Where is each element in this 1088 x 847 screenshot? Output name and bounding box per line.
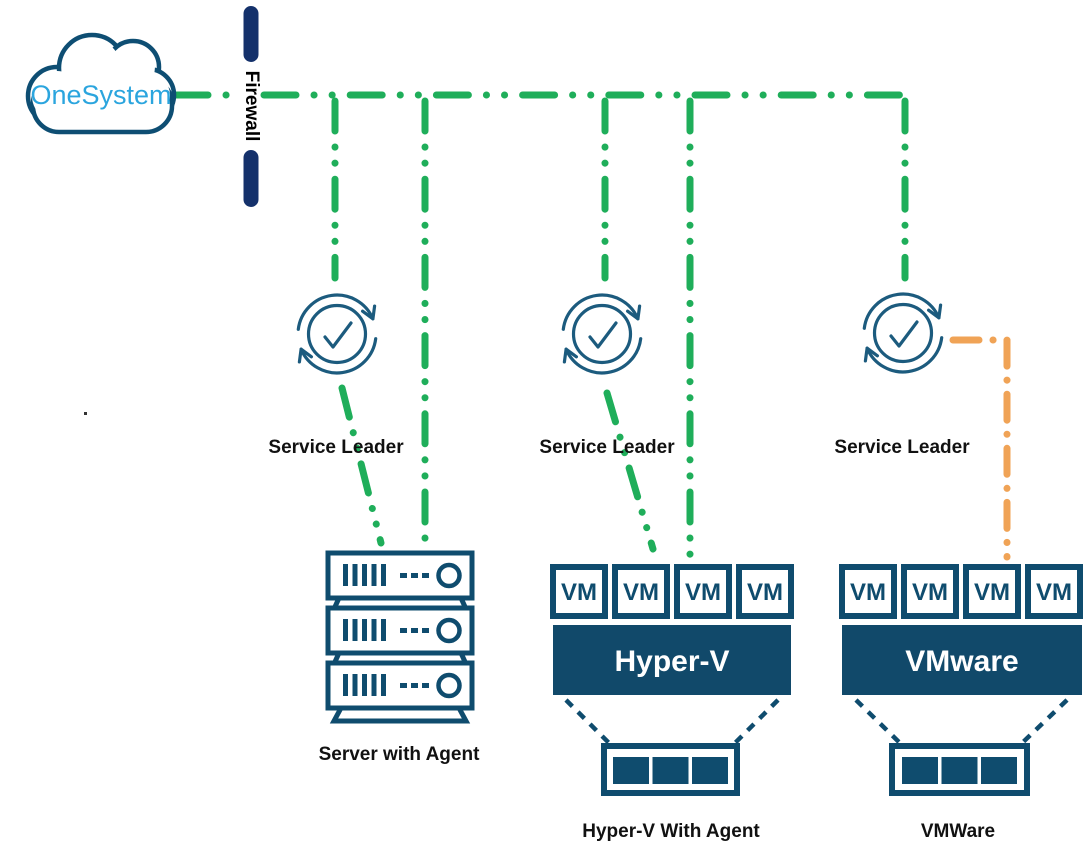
hyperv-storage-link-left bbox=[564, 698, 613, 747]
hyperv-storage-link-right bbox=[731, 698, 780, 747]
sync-check-icon bbox=[296, 293, 378, 375]
vm-label: VM bbox=[623, 579, 659, 606]
vm-label: VM bbox=[1036, 579, 1072, 606]
hyperv-host: VM VM VM VM Hyper-V Hyper-V With Agent bbox=[550, 564, 794, 842]
leader1-to-server-line bbox=[338, 384, 385, 547]
stray-dot bbox=[84, 412, 87, 415]
disk-slot bbox=[652, 757, 689, 784]
vm-label: VM bbox=[912, 579, 948, 606]
sync-check-icon bbox=[862, 292, 944, 374]
vm-label: VM bbox=[685, 579, 721, 606]
vmware-vm-boxes: VM VM VM VM bbox=[839, 564, 1083, 619]
disk-slot bbox=[981, 757, 1017, 784]
leader2-to-hyperv-line bbox=[603, 389, 657, 553]
green-connection-lines bbox=[172, 91, 912, 561]
vmware-platform-label: VMware bbox=[905, 645, 1018, 678]
service-leader-1: Service Leader bbox=[268, 293, 404, 458]
server-unit bbox=[325, 605, 475, 656]
vm-label: VM bbox=[561, 579, 597, 606]
vm-box bbox=[963, 564, 1021, 619]
hyperv-platform-label: Hyper-V bbox=[614, 645, 729, 678]
vmware-host: VM VM VM VM VMware VMWare bbox=[839, 564, 1083, 842]
vmware-storage-box bbox=[889, 743, 1030, 796]
power-knob-icon bbox=[436, 617, 462, 644]
hyperv-vm-boxes: VM VM VM VM bbox=[550, 564, 794, 619]
service-leader-label: Service Leader bbox=[834, 437, 970, 458]
vmware-platform-bar bbox=[842, 625, 1082, 695]
vmware-storage-link-left bbox=[854, 698, 904, 747]
firewall-label: Firewall bbox=[241, 71, 262, 142]
vmware-storage-label: VMWare bbox=[921, 821, 995, 842]
disk-slot bbox=[613, 757, 649, 784]
firewall-bar-top bbox=[243, 6, 259, 62]
service-leader-label: Service Leader bbox=[268, 437, 404, 458]
service-leader-2: Service Leader bbox=[539, 293, 675, 458]
vm-label: VM bbox=[850, 579, 886, 606]
firewall-bar-bottom bbox=[243, 150, 259, 207]
server-label: Server with Agent bbox=[319, 744, 481, 765]
server-units bbox=[325, 550, 475, 711]
server-stack bbox=[325, 550, 475, 724]
hyperv-storage-label: Hyper-V With Agent bbox=[582, 821, 760, 842]
disk-slot bbox=[902, 757, 938, 784]
leader3-to-vmware-line bbox=[949, 336, 1011, 561]
disk-slot bbox=[692, 757, 728, 784]
vm-box bbox=[736, 564, 794, 619]
sync-check-icon bbox=[561, 293, 643, 375]
onesystem-cloud: OneSystem bbox=[25, 32, 177, 135]
power-knob-icon bbox=[436, 562, 462, 589]
vm-box bbox=[901, 564, 959, 619]
cloud-fill bbox=[32, 39, 170, 128]
disk-slot bbox=[941, 757, 978, 784]
hyperv-storage-box bbox=[601, 743, 740, 796]
vm-box bbox=[612, 564, 670, 619]
vm-box bbox=[1025, 564, 1083, 619]
vm-label: VM bbox=[974, 579, 1010, 606]
vm-box bbox=[550, 564, 608, 619]
hyperv-platform-bar bbox=[553, 625, 791, 695]
server-unit bbox=[325, 550, 475, 601]
vm-box bbox=[674, 564, 732, 619]
server-unit bbox=[325, 660, 475, 711]
service-leader-3: Service Leader bbox=[834, 292, 970, 458]
cloud-label: OneSystem bbox=[30, 80, 171, 110]
firewall: Firewall bbox=[241, 6, 262, 207]
vm-label: VM bbox=[747, 579, 783, 606]
vmware-storage-link-right bbox=[1018, 698, 1069, 747]
power-knob-icon bbox=[436, 672, 462, 699]
service-leader-label: Service Leader bbox=[539, 437, 675, 458]
vm-box bbox=[839, 564, 897, 619]
